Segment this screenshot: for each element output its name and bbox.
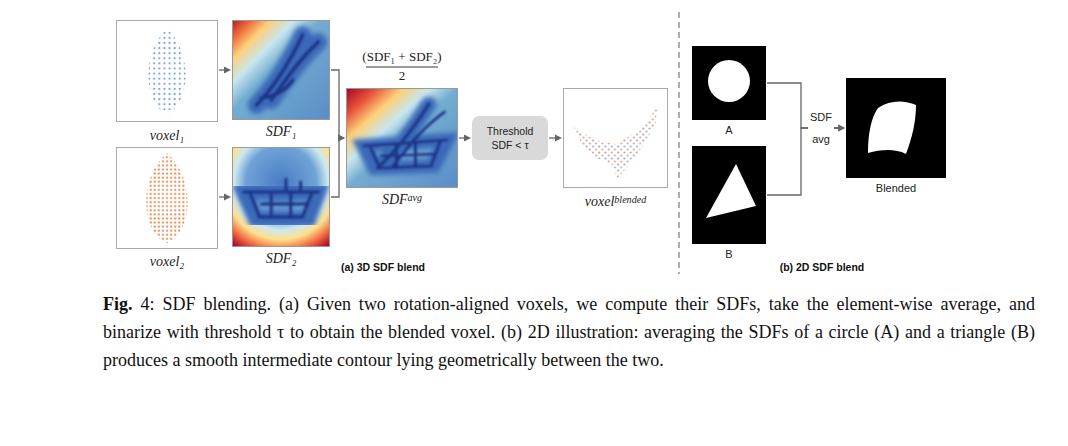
- connector-arrow: [549, 135, 562, 142]
- panel-label: voxel₁: [116, 128, 218, 144]
- image-frame: [692, 146, 766, 244]
- figure-caption: Fig. 4: SDF blending. (a) Given two rota…: [103, 290, 1035, 374]
- image-frame: [846, 78, 946, 178]
- image-panel: voxel₂: [116, 147, 218, 270]
- image-frame: [232, 20, 330, 120]
- threshold-frame: ThresholdSDF < τ: [472, 116, 548, 160]
- threshold-text: Threshold: [487, 124, 534, 138]
- image-frame: [116, 20, 218, 122]
- formula-numerator: (SDF₁ + SDF₂): [362, 49, 441, 65]
- image-panel: SDF₂: [232, 147, 330, 267]
- connector-arrow: [459, 135, 471, 142]
- panel-label: voxel₂: [116, 254, 218, 270]
- panel-title: (b) 2D SDF blend: [780, 261, 865, 273]
- connector-arrow: [219, 67, 231, 74]
- image-frame: [116, 147, 218, 249]
- panel-label: SDF₂: [232, 251, 330, 267]
- image-panel: SDFavg: [346, 88, 458, 208]
- panel-label: A: [692, 124, 766, 136]
- image-panel: A: [692, 46, 766, 136]
- panel-label: Blended: [846, 182, 946, 194]
- panel-label: SDFavg: [346, 192, 458, 208]
- edge-label: SDF avg: [808, 106, 834, 150]
- image-panel: voxel₁: [116, 20, 218, 144]
- image-panel: voxelblended: [563, 88, 668, 210]
- image-frame: [346, 88, 458, 188]
- formula-denominator: 2: [399, 68, 406, 84]
- connector-arrow: [331, 70, 345, 142]
- connector-arrow: [331, 135, 345, 198]
- panel-label: SDF₁: [232, 124, 330, 140]
- connector-arrow: [219, 194, 231, 201]
- panel-title: (a) 3D SDF blend: [341, 261, 425, 273]
- image-panel: SDF₁: [232, 20, 330, 140]
- threshold-box: ThresholdSDF < τ: [472, 116, 548, 160]
- threshold-text: SDF < τ: [491, 138, 528, 152]
- image-frame: [563, 88, 668, 188]
- panel-label: voxelblended: [563, 194, 668, 210]
- image-panel: Blended: [846, 78, 946, 194]
- image-panel: B: [692, 146, 766, 260]
- image-frame: [692, 46, 766, 120]
- panel-label: B: [692, 248, 766, 260]
- image-frame: [232, 147, 330, 247]
